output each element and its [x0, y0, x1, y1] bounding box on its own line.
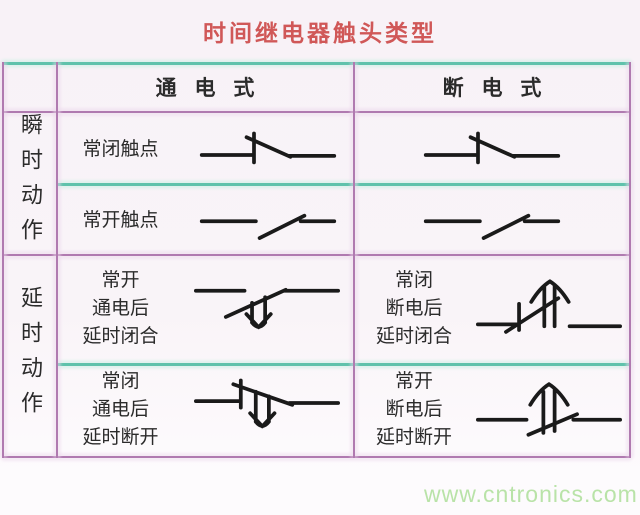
- site-watermark: www.cntronics.com: [424, 481, 638, 507]
- column-header-energized: 通电式: [155, 75, 273, 100]
- grid-line-left-pink: [2, 62, 4, 458]
- row1-energized-symbol-cell: [183, 112, 353, 183]
- grid-line-sidebar-pink: [56, 62, 58, 458]
- row1-label-nc-contact: 常闭触点: [82, 139, 159, 160]
- row3-label-energized: 常开 通电后 延时闭合: [82, 269, 159, 347]
- row-group-instantaneous: 瞬时动作: [18, 113, 43, 253]
- row4-label-deenergized: 常开 断电后 延时断开: [375, 370, 452, 448]
- row4-deenergized-symbol-cell: [468, 363, 629, 456]
- grid-line-bottom-pink: [2, 456, 631, 458]
- no-contact-on-delay-close-symbol-icon: [193, 287, 340, 330]
- grid-line-right-pink: [629, 62, 631, 458]
- grid-line-row3-green: [56, 363, 631, 366]
- row2-energized-symbol-cell: [183, 183, 353, 254]
- row2-label-no-contact: 常开触点: [82, 210, 159, 231]
- row3-energized-symbol-cell: [180, 254, 353, 363]
- row3-deenergized-symbol-cell: [468, 254, 629, 363]
- grid-line-middle-pink: [2, 254, 631, 256]
- column-header-deenergized: 断电式: [442, 75, 560, 100]
- nc-contact-symbol-icon: [423, 131, 561, 165]
- page-title: 时间继电器触头类型: [203, 21, 437, 47]
- grid-line-center-pink: [353, 62, 355, 458]
- grid-line-row1-green: [56, 183, 631, 186]
- row-group-delayed: 延时动作: [18, 286, 43, 426]
- grid-line-top-green: [2, 62, 631, 65]
- row4-label-energized: 常闭 通电后 延时断开: [82, 370, 159, 448]
- no-contact-symbol-icon: [199, 213, 337, 240]
- nc-contact-on-delay-open-symbol-icon: [193, 378, 340, 429]
- nc-contact-symbol-icon: [199, 131, 337, 165]
- row3-label-deenergized: 常闭 断电后 延时闭合: [375, 269, 452, 347]
- nc-contact-off-delay-close-symbol-icon: [475, 279, 622, 334]
- row2-deenergized-symbol-cell: [355, 183, 629, 254]
- row1-deenergized-symbol-cell: [355, 112, 629, 183]
- no-contact-symbol-icon: [423, 213, 561, 240]
- grid-line-header-pink: [2, 111, 631, 113]
- no-contact-off-delay-open-symbol-icon: [475, 382, 622, 437]
- row4-energized-symbol-cell: [180, 363, 353, 456]
